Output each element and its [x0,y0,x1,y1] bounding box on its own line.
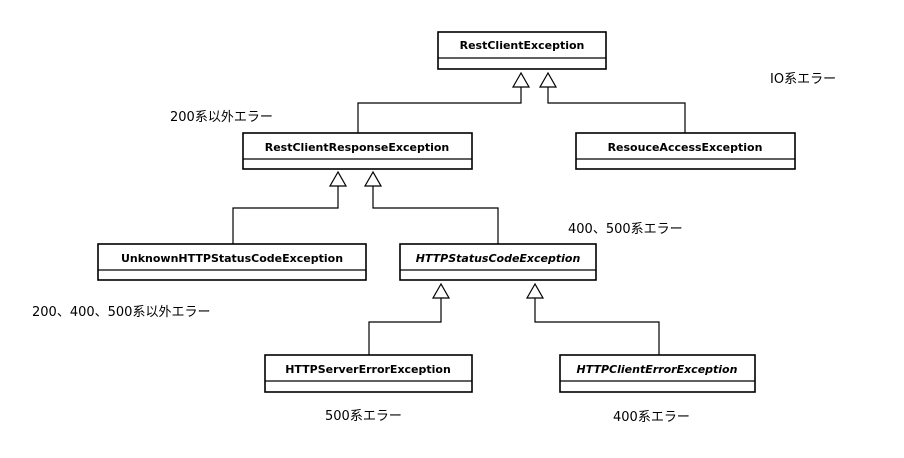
inheritance-arrowhead [525,282,545,299]
class-unknown-http-status-code-exception[interactable]: UnknownHTTPStatusCodeException [97,243,367,281]
class-name: UnknownHTTPStatusCodeException [121,252,343,265]
class-name: HTTPClientErrorException [577,363,738,376]
note-io-error: IO系エラー [770,72,837,87]
edge-rest-client-response-to-rest-client [357,71,531,137]
edge-http-status-to-rest-client-response [363,170,499,244]
edge-http-client-to-http-status [525,282,660,355]
class-rest-client-exception[interactable]: RestClientException [437,31,607,70]
class-http-client-error-exception[interactable]: HTTPClientErrorException [559,354,756,393]
edge-unknown-http-to-rest-client-response [232,170,348,244]
class-http-status-code-exception[interactable]: HTTPStatusCodeException [399,243,597,281]
class-rest-client-response-exception[interactable]: RestClientResponseException [242,132,473,170]
class-name: HTTPServerErrorException [285,363,451,376]
inheritance-arrowhead [328,170,348,187]
edge-http-server-to-http-status [368,282,451,355]
class-name: HTTPStatusCodeException [416,252,581,265]
class-resource-access-exception[interactable]: ResouceAccessException [575,132,796,170]
class-name: ResouceAccessException [608,141,763,154]
inheritance-arrowhead [511,71,531,88]
edge-resource-access-to-rest-client [538,71,686,133]
class-name: RestClientException [460,39,585,52]
note-400-500-error: 400、500系エラー [568,222,683,237]
note-400-error: 400系エラー [613,410,690,425]
note-non-200-400-500-error: 200、400、500系以外エラー [32,305,211,320]
note-non-200-error: 200系以外エラー [170,110,273,125]
inheritance-arrowhead [431,282,451,299]
class-name: RestClientResponseException [265,141,450,154]
inheritance-arrowhead [538,71,558,88]
inheritance-arrowhead [363,170,383,187]
class-http-server-error-exception[interactable]: HTTPServerErrorException [264,354,473,393]
note-500-error: 500系エラー [325,409,402,424]
